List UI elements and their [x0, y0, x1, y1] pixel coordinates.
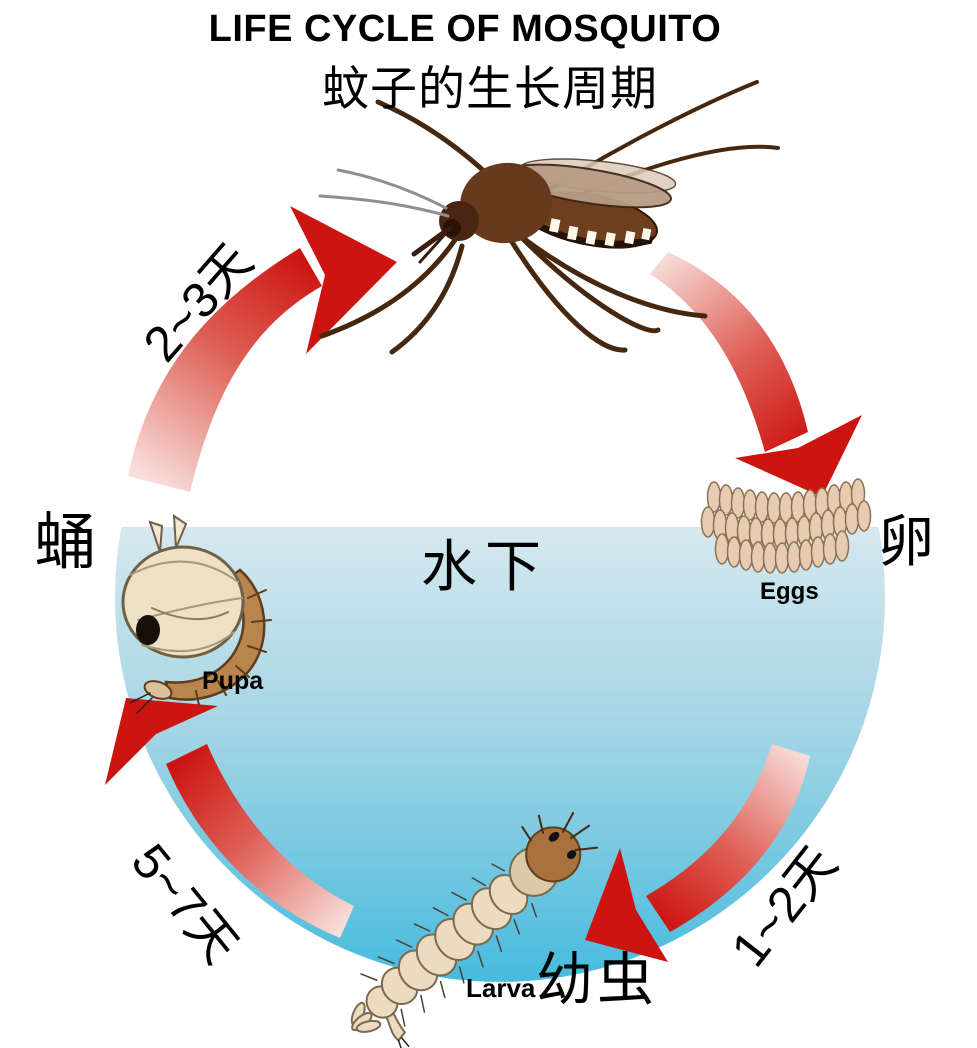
arrow-pupa-to-adult [128, 206, 397, 492]
title-chinese: 蚊子的生长周期 [322, 62, 658, 115]
arrow-adult-to-eggs [650, 252, 862, 497]
arrow-eggs-to-larva [585, 744, 810, 962]
pupa-label-zh: 蛹 [34, 508, 97, 577]
adult-mosquito-illustration [318, 80, 780, 355]
arrow-larva-to-pupa [105, 698, 354, 938]
eggs-label-zh: 卵 [878, 510, 934, 573]
pupa-label-en: Pupa [202, 667, 264, 695]
underwater-label: 水下 [421, 535, 549, 598]
eggs-illustration [700, 478, 872, 574]
eggs-label-en: Eggs [760, 578, 819, 605]
larva-label-zh: 幼虫 [536, 948, 658, 1012]
title-english: LIFE CYCLE OF MOSQUITO [208, 8, 722, 50]
pupa-illustration [121, 514, 272, 714]
larva-illustration [350, 811, 599, 1048]
larva-label-en: Larva [466, 973, 536, 1003]
